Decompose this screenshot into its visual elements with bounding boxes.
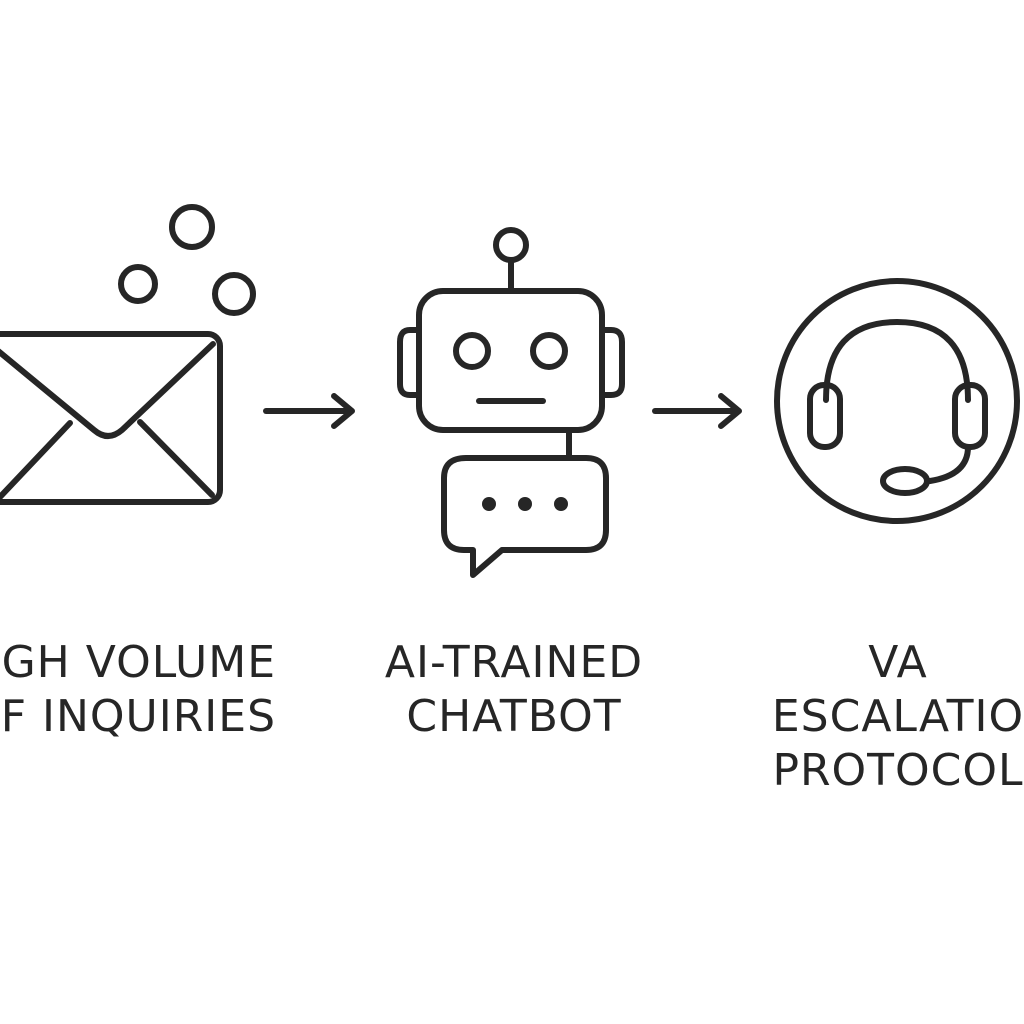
step-label-line: ESCALATIO — [771, 691, 1024, 742]
step-label-escalation: VA ESCALATIO PROTOCOL — [772, 636, 1024, 798]
step-label-line: GH VOLUME — [1, 637, 276, 688]
envelope-icon — [0, 204, 256, 505]
step-label-line: VA — [868, 637, 928, 688]
step-label-line: CHATBOT — [406, 691, 622, 742]
arrow-right-icon — [263, 393, 355, 429]
step-label-chatbot: AI-TRAINED CHATBOT — [385, 636, 643, 744]
robot-chatbot-icon — [397, 227, 625, 578]
arrow-right-icon — [652, 393, 742, 429]
step-label-inquiries: GH VOLUME F INQUIRIES — [1, 636, 276, 744]
headset-icon — [774, 278, 1020, 524]
step-label-line: AI-TRAINED — [384, 637, 644, 688]
step-label-line: PROTOCOL — [772, 745, 1024, 796]
step-label-line: F INQUIRIES — [0, 691, 276, 742]
